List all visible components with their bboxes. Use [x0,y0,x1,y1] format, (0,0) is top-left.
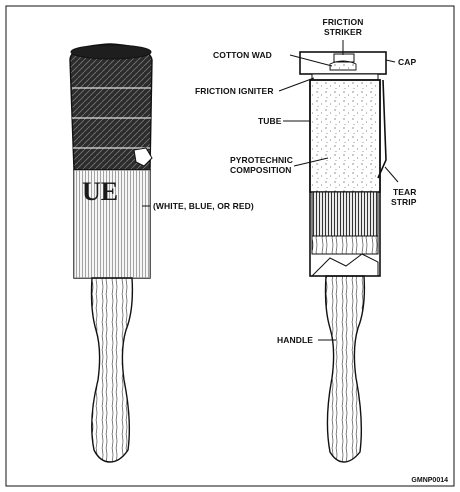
label-tear-strip-2: STRIP [391,197,417,207]
cutaway-flare [299,51,387,463]
leader-tear-strip [384,166,399,183]
exterior-flare: UE [69,43,153,463]
label-handle: HANDLE [277,335,313,345]
exterior-tear-tab [133,147,153,167]
label-friction-striker-1: FRICTION [323,17,364,27]
leader-cotton-wad [289,54,333,67]
wood-plug [311,235,379,255]
cutaway-tube [309,79,381,193]
cotton-wad [329,60,357,71]
leader-cap [385,59,396,63]
dark-layer [311,191,379,237]
label-friction-striker-2: STRIKER [324,27,362,37]
cutaway-handle [324,275,366,463]
figure-frame [5,5,455,487]
leader-igniter [278,77,315,92]
friction-igniter [311,73,379,81]
exterior-handle [90,277,134,463]
figure-code: GMNP0014 [411,477,448,484]
label-tear-strip-1: TEAR [393,187,417,197]
label-pyrotechnic-1: PYROTECHNIC [230,155,293,165]
label-tube: TUBE [258,116,282,126]
label-cotton-wad: COTTON WAD [213,50,272,60]
band-letters: UE [82,177,118,206]
label-pyrotechnic-2: COMPOSITION [230,165,292,175]
band-color-label: (WHITE, BLUE, OR RED) [153,201,254,211]
leader-composition [293,157,329,167]
label-cap: CAP [398,57,416,67]
label-friction-igniter: FRICTION IGNITER [195,86,274,96]
